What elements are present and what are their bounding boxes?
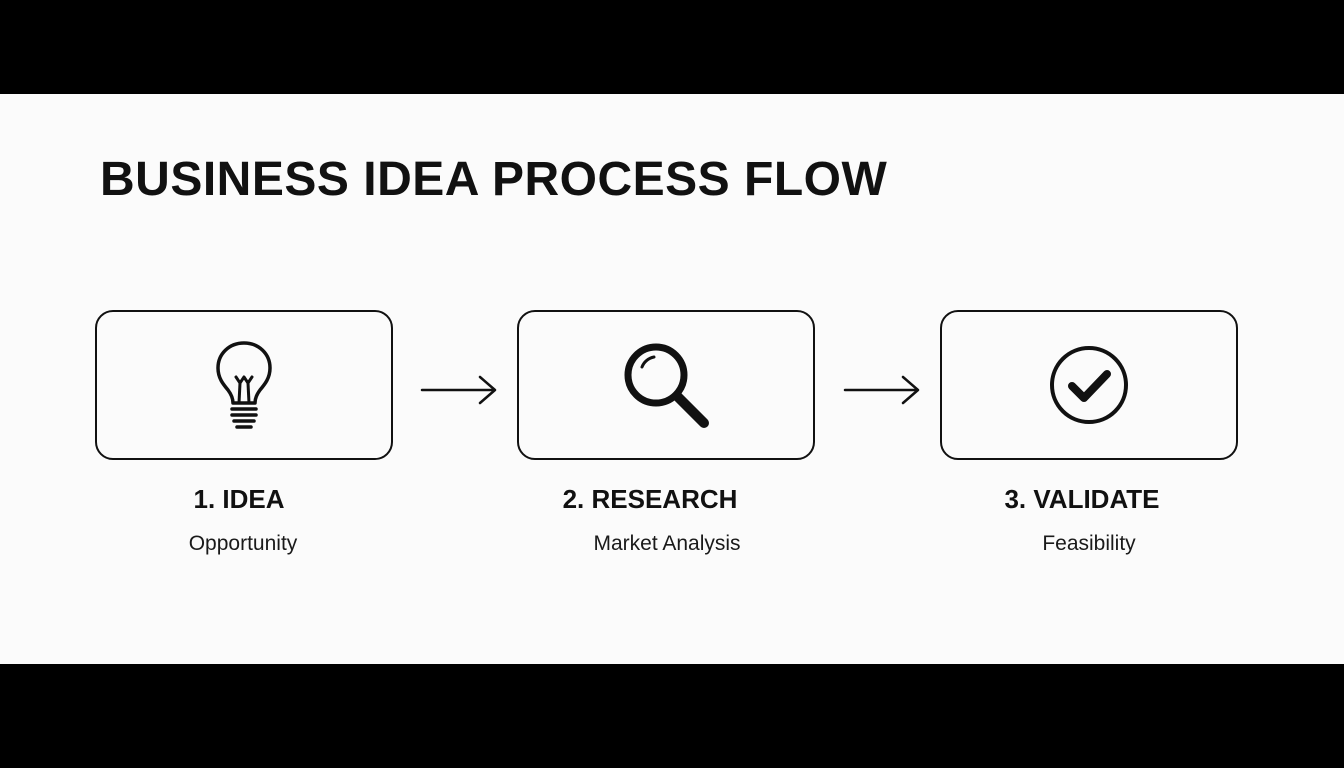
magnifying-glass-icon	[624, 343, 709, 428]
step-box-validate	[940, 310, 1238, 460]
step-box-research	[517, 310, 815, 460]
step-subtitle-idea: Opportunity	[188, 532, 298, 555]
diagram-slide: BUSINESS IDEA PROCESS FLOW 1. IDEA Oppor…	[0, 94, 1344, 664]
step-subtitle-validate: Feasibility	[1042, 532, 1136, 555]
step-title-validate: 3. VALIDATE	[1004, 484, 1160, 514]
step-title-idea: 1. IDEA	[193, 484, 285, 514]
letterbox-bottom	[0, 664, 1344, 768]
arrow-right-icon	[843, 375, 920, 405]
checkmark-circle-icon	[1050, 346, 1128, 424]
step-subtitle-research: Market Analysis	[593, 532, 741, 555]
step-title-research: 2. RESEARCH	[562, 484, 738, 514]
lightbulb-icon	[216, 341, 272, 429]
step-box-idea	[95, 310, 393, 460]
arrow-right-icon	[420, 375, 497, 405]
letterbox-top	[0, 0, 1344, 94]
page-title: BUSINESS IDEA PROCESS FLOW	[100, 153, 888, 206]
